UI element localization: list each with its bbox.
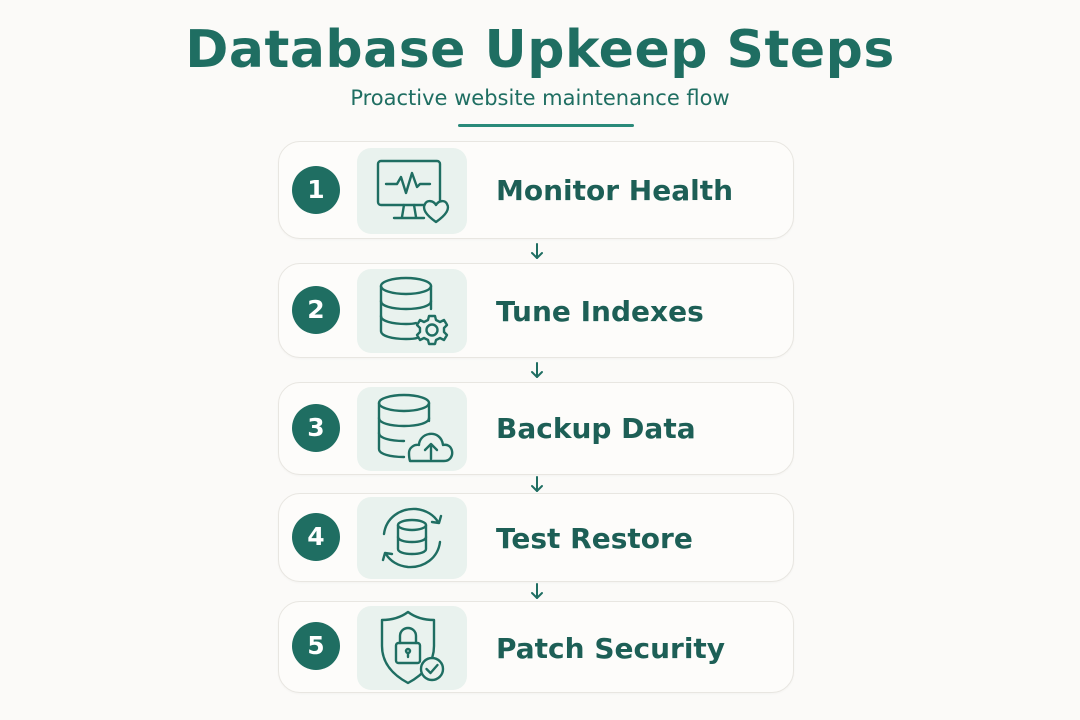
step-label: Test Restore bbox=[496, 522, 693, 555]
step-card-monitor-health: 1 Monitor Health bbox=[278, 141, 794, 239]
step-label: Backup Data bbox=[496, 412, 696, 445]
step-number-badge: 5 bbox=[292, 622, 340, 670]
page-title: Database Upkeep Steps bbox=[185, 20, 895, 80]
step-card-tune-indexes: 2 Tune Indexes bbox=[278, 263, 794, 358]
monitor-heart-icon bbox=[376, 159, 450, 224]
step-icon-tile bbox=[357, 148, 467, 234]
step-number-badge: 3 bbox=[292, 404, 340, 452]
step-icon-tile bbox=[357, 269, 467, 353]
title-underline bbox=[458, 124, 634, 127]
database-gear-icon bbox=[379, 276, 449, 346]
step-icon-tile bbox=[357, 606, 467, 690]
page-subtitle: Proactive website maintenance flow bbox=[350, 86, 730, 110]
step-icon-tile bbox=[357, 387, 467, 471]
step-card-backup-data: 3 Backup Data bbox=[278, 382, 794, 475]
shield-lock-check-icon bbox=[380, 610, 445, 685]
database-cloud-upload-icon bbox=[377, 393, 454, 463]
step-card-patch-security: 5 Patch Security bbox=[278, 601, 794, 693]
step-number-badge: 4 bbox=[292, 513, 340, 561]
step-icon-tile bbox=[357, 497, 467, 579]
down-arrow-icon bbox=[531, 362, 543, 378]
down-arrow-icon bbox=[531, 476, 543, 492]
step-label: Patch Security bbox=[496, 632, 726, 665]
step-number-badge: 2 bbox=[292, 286, 340, 334]
database-sync-icon bbox=[381, 507, 443, 569]
step-number-badge: 1 bbox=[292, 166, 340, 214]
step-label: Tune Indexes bbox=[496, 295, 704, 328]
down-arrow-icon bbox=[531, 583, 543, 599]
step-label: Monitor Health bbox=[496, 174, 734, 207]
step-card-test-restore: 4 Test Restore bbox=[278, 493, 794, 582]
down-arrow-icon bbox=[531, 243, 543, 259]
